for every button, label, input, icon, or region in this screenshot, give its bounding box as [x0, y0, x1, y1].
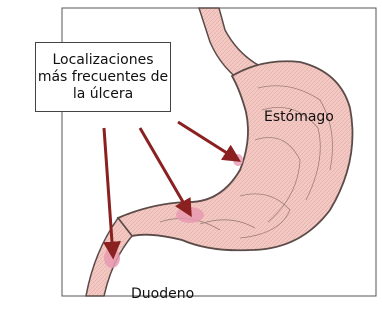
arrow-to-lesser-curvature	[178, 122, 238, 160]
duodenum-label: Duodeno	[131, 286, 194, 302]
stomach-label: Estómago	[264, 109, 334, 125]
callout-line-2: más frecuentes de	[38, 69, 168, 86]
ulcer-spot-antrum	[176, 207, 204, 223]
ulcer-locations-callout: Localizaciones más frecuentes de la úlce…	[35, 42, 171, 112]
callout-line-3: la úlcera	[73, 86, 133, 103]
callout-line-1: Localizaciones	[52, 52, 153, 69]
arrow-to-antrum	[140, 128, 190, 214]
